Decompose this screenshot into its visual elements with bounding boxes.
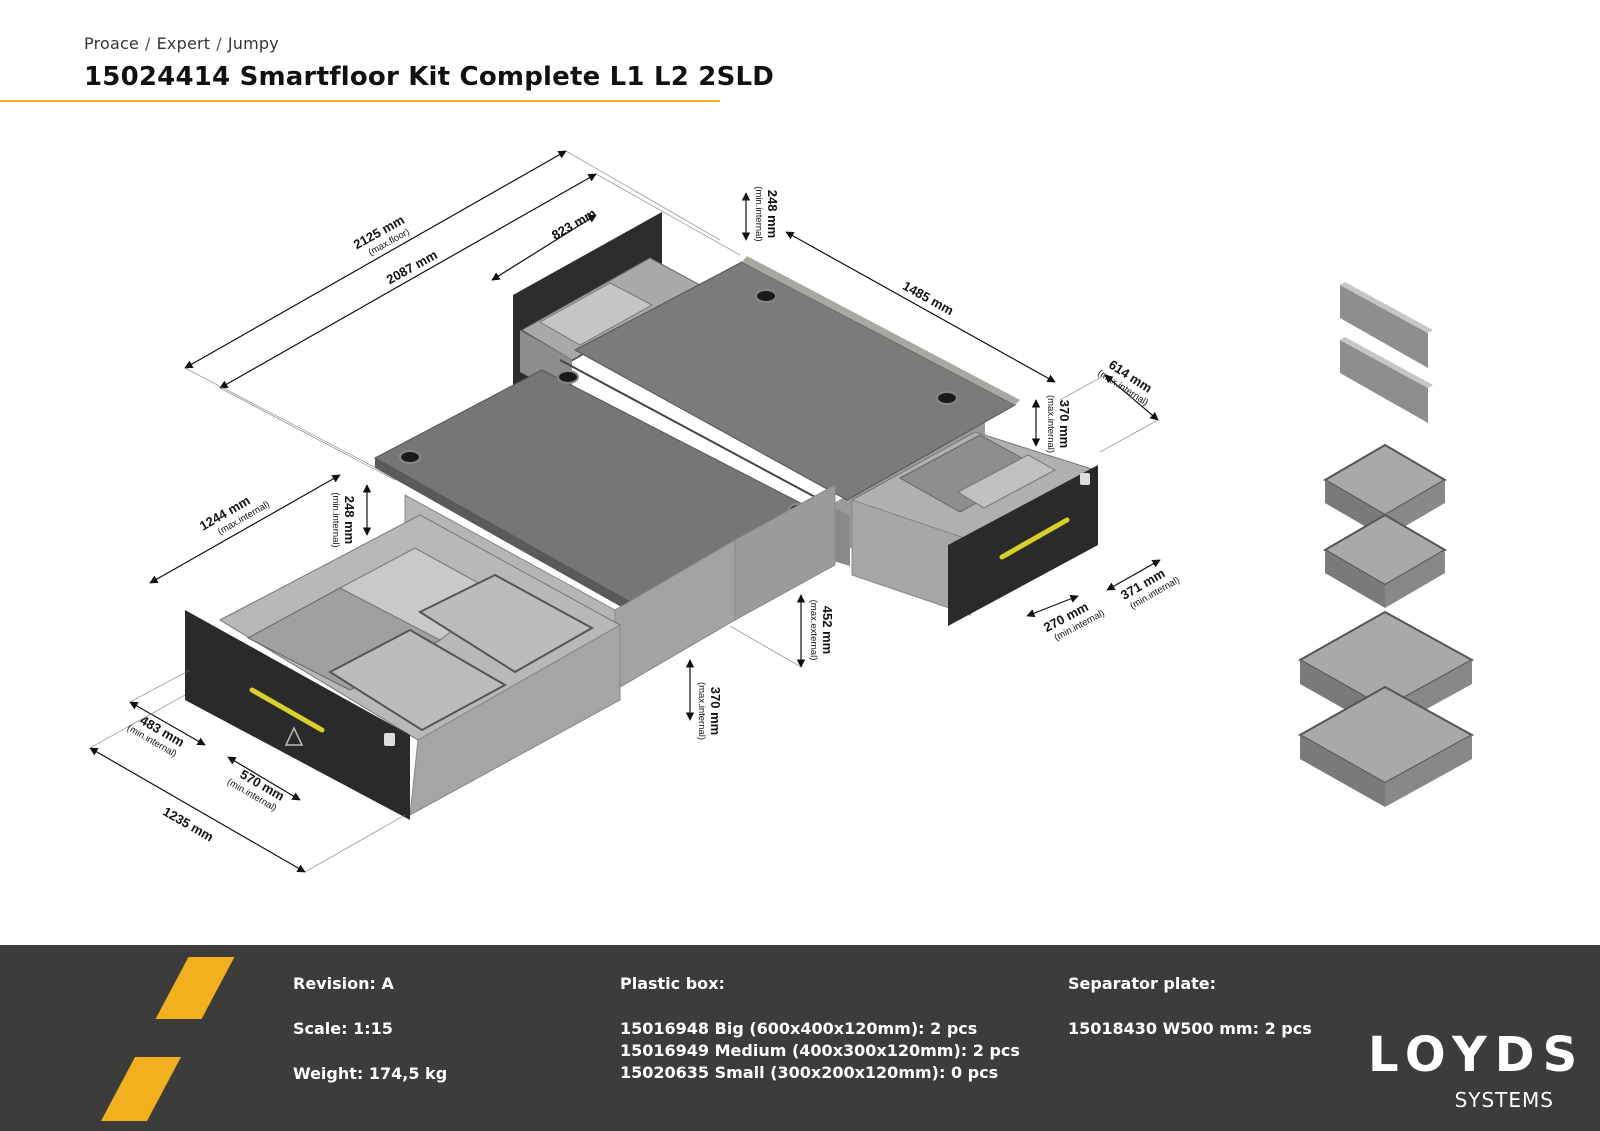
svg-text:(min.internal): (min.internal) (330, 492, 341, 547)
svg-text:(min.internal): (min.internal) (753, 186, 764, 241)
svg-text:248 mm: 248 mm (765, 190, 780, 238)
footer-info-bar: Revision: A Scale: 1:15 Weight: 174,5 kg… (0, 945, 1600, 1131)
right-drawer (850, 431, 1098, 626)
separator-plates (1340, 282, 1433, 423)
svg-text:823 mm: 823 mm (549, 206, 598, 243)
breadcrumb: Proace / Expert / Jumpy (84, 34, 279, 53)
dim-line-1485 (785, 231, 1056, 383)
plastic-box-item: 15020635 Small (300x200x120mm): 0 pcs (620, 1063, 999, 1082)
brand-stripe-icon (155, 957, 235, 1019)
dim-line-1244 (149, 474, 341, 584)
svg-text:452 mm: 452 mm (820, 606, 835, 654)
dim-line-483 (129, 701, 206, 746)
dim-line-614 (1104, 374, 1159, 421)
plastic-box-title: Plastic box: (620, 974, 725, 993)
svg-text:248 mm: 248 mm (342, 496, 357, 544)
dim-line-823 (491, 214, 597, 281)
spec-column: Revision: A Scale: 1:15 Weight: 174,5 kg (293, 973, 447, 1085)
separator-title: Separator plate: (1068, 974, 1217, 993)
svg-text:1485 mm: 1485 mm (900, 278, 956, 318)
page-title: 15024414 Smartfloor Kit Complete L1 L2 2… (84, 62, 775, 92)
breadcrumb-separator: / (145, 34, 151, 53)
plastic-box-item: 15016948 Big (600x400x120mm): 2 pcs (620, 1019, 978, 1038)
dim-line-270 (1026, 594, 1079, 618)
dim-line-1235 (89, 747, 306, 873)
revision-label: Revision: A (293, 974, 394, 993)
svg-text:(max.internal): (max.internal) (696, 682, 707, 740)
separator-column: Separator plate: 15018430 W500 mm: 2 pcs (1068, 973, 1312, 1040)
svg-text:370 mm: 370 mm (708, 687, 723, 735)
brand-stripe-icon (100, 1057, 182, 1121)
svg-text:(max.internal): (max.internal) (1045, 395, 1056, 453)
dim-label-270: 270 mm (min.internal) (1041, 599, 1107, 643)
dim-label-370-left: 370 mm (max.internal) (696, 682, 723, 740)
medium-box (1323, 513, 1447, 608)
plastic-boxes (1297, 443, 1475, 807)
dim-line-371 (1106, 559, 1161, 591)
breadcrumb-item: Proace (84, 34, 140, 53)
loyds-logo: LOYDS SYSTEMS (1368, 1027, 1586, 1112)
logo-subtitle: SYSTEMS (1454, 1088, 1554, 1112)
dim-label-248-left: 248 mm (min.internal) (330, 492, 357, 547)
dim-label-1485: 1485 mm (900, 278, 956, 318)
plastic-box-column: Plastic box: 15016948 Big (600x400x120mm… (620, 973, 1020, 1084)
dim-label-452: 452 mm (max.external) (808, 600, 835, 661)
breadcrumb-item: Jumpy (227, 34, 279, 53)
breadcrumb-separator: / (216, 34, 222, 53)
product-drawing: 2125 mm (max.floor) 2087 mm 823 mm 248 m… (89, 150, 1475, 873)
dim-label-614: 614 mm (max.internal) (1095, 357, 1154, 409)
separator-item: 15018430 W500 mm: 2 pcs (1068, 1019, 1312, 1038)
logo-wordmark: LOYDS (1368, 1027, 1586, 1083)
svg-text:1235 mm: 1235 mm (160, 804, 216, 845)
breadcrumb-item: Expert (156, 34, 211, 53)
dim-label-2125: 2125 mm (max.floor) (351, 212, 412, 258)
svg-text:(max.external): (max.external) (808, 600, 819, 661)
dim-label-570: 570 mm (min.internal) (225, 767, 287, 814)
dim-line-2087 (219, 173, 597, 389)
dim-label-248-top: 248 mm (min.internal) (753, 186, 780, 241)
dim-label-1235: 1235 mm (160, 804, 216, 845)
big-box (1297, 685, 1475, 807)
dim-label-370-right: 370 mm (max.internal) (1045, 395, 1072, 453)
dim-label-371: 371 mm (min.internal) (1118, 566, 1182, 612)
svg-text:370 mm: 370 mm (1057, 400, 1072, 448)
title-underline (0, 100, 720, 102)
dim-line-2125 (184, 150, 567, 369)
weight-label: Weight: 174,5 kg (293, 1064, 448, 1083)
dim-label-823: 823 mm (549, 206, 598, 243)
plastic-box-item: 15016949 Medium (400x300x120mm): 2 pcs (620, 1041, 1020, 1060)
scale-label: Scale: 1:15 (293, 1019, 393, 1038)
